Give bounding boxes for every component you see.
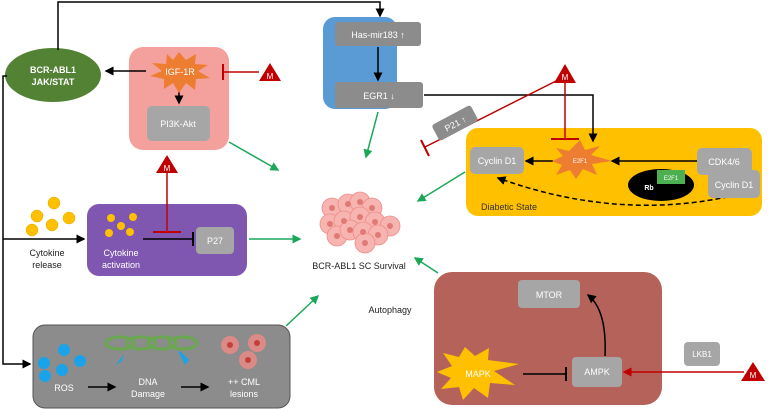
edge-cyclin-to-survival	[416, 171, 466, 202]
metformin-marker-e2f1: M	[554, 64, 576, 83]
cytokine-activation-label-2: activation	[102, 260, 140, 270]
cytokine-release-label-1: Cytokine	[29, 248, 64, 258]
cyclin-d1-right-box	[708, 170, 760, 198]
e2f1-star-label: E2F1	[573, 159, 588, 165]
cancer-cell-nuclei	[327, 199, 393, 246]
pi3k-akt-label: PI3K-Akt	[160, 119, 196, 129]
mapk-star	[437, 347, 519, 400]
egr1-label: EGR1 ↓	[363, 91, 395, 101]
svg-text:M: M	[267, 72, 274, 81]
autophagy-label: Autophagy	[368, 305, 412, 315]
p27-label: P27	[207, 236, 223, 246]
rb-label: Rb	[644, 185, 653, 192]
dna-damage-label-1: DNA	[138, 377, 157, 387]
cyclin-d1-left-label: Cyclin D1	[478, 156, 517, 166]
dna-chain	[104, 335, 199, 351]
ros-particles	[38, 344, 86, 382]
edge-egr1-to-survival	[363, 111, 379, 159]
lkb1-box	[684, 342, 720, 366]
cytokine-activation-icons	[105, 213, 137, 237]
p21-inhibit-bar	[420, 139, 430, 157]
cytokine-module	[87, 204, 247, 276]
bcr-abl1-label-1: BCR-ABL1	[30, 65, 76, 75]
cml-lesion-cells	[221, 334, 266, 369]
has-mir183-box	[335, 22, 421, 46]
cml-lesions-label-2: lesions	[230, 389, 259, 399]
metformin-marker-igf1r: M	[259, 63, 281, 81]
e2f1-star	[552, 140, 612, 179]
edge-igf-to-survival	[228, 141, 280, 171]
ros-label: ROS	[54, 383, 74, 393]
damage-bolt-2	[178, 351, 189, 365]
cyclin-d1-left-box	[470, 147, 524, 174]
bcr-abl1-label-2: JAK/STAT	[32, 77, 75, 87]
has-mir183-label: Has-mir183 ↑	[351, 30, 405, 40]
dna-damage-label-2: Damage	[131, 389, 165, 399]
diabetic-state-label: Diabetic State	[481, 202, 537, 212]
cytokine-activation-label-1: Cytokine	[103, 248, 138, 258]
edge-cyclin-loop	[496, 176, 745, 207]
igf1r-star	[150, 52, 210, 93]
cdk46-label: CDK4/6	[708, 157, 740, 167]
rb-e2f1-label: E2F1	[664, 176, 679, 182]
cyclin-d1-right-label: Cyclin D1	[715, 180, 754, 190]
edge-autophagy-to-survival	[413, 257, 439, 274]
ampk-label: AMPK	[584, 367, 610, 377]
cdk46-box	[697, 148, 752, 175]
mapk-label: MAPK	[465, 369, 491, 379]
edge-ros-to-survival	[285, 294, 320, 327]
egr1-box	[335, 82, 423, 108]
mtor-label: MTOR	[536, 290, 563, 300]
mtor-box	[518, 280, 580, 308]
edge-bcr-down	[2, 75, 32, 369]
damage-bolt-1	[116, 354, 130, 365]
igf1r-label: IGF-1R	[165, 67, 195, 77]
survival-label: BCR-ABL1 SC Survival	[312, 261, 406, 271]
ampk-box	[572, 357, 622, 387]
rb-e2f1-box	[657, 170, 685, 184]
svg-text:M: M	[750, 371, 757, 380]
p21-box: P21 ↑	[432, 105, 478, 141]
p27-box	[196, 227, 234, 254]
cytokine-release-label-2: release	[32, 260, 62, 270]
edge-bcr-to-mir183	[57, 1, 385, 50]
metformin-marker-cytokine: M	[156, 155, 178, 173]
cytokine-particles	[25, 196, 76, 237]
lkb1-label: LKB1	[692, 350, 712, 359]
metformin-marker-ampk: M	[741, 362, 765, 381]
edge-ampk-to-mtor	[586, 294, 606, 357]
svg-text:M: M	[164, 164, 171, 173]
cml-lesions-label-1: ++ CML	[228, 377, 260, 387]
pi3k-akt-box	[147, 106, 210, 141]
svg-text:M: M	[562, 73, 569, 82]
edge-egr1-to-e2f1	[424, 94, 598, 143]
bcr-abl1-node	[5, 48, 101, 102]
